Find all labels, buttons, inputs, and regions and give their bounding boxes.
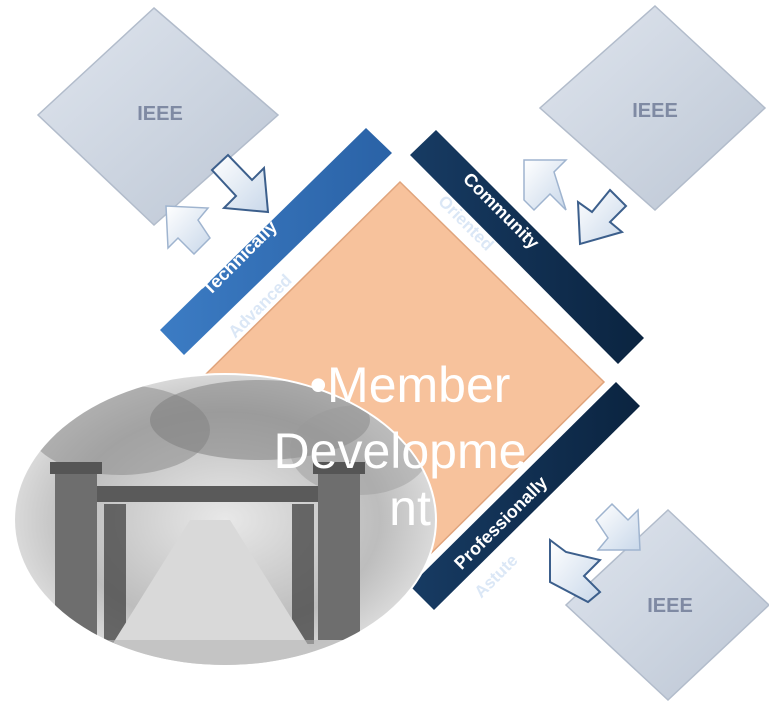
arrow-in-bottom-right	[595, 502, 641, 551]
arrow-out-top-left	[210, 153, 270, 214]
center-label-line-1: •Member	[310, 357, 511, 413]
arrow-in-top-left	[165, 205, 211, 256]
diamond-label-top-right: IEEE	[632, 100, 678, 122]
arrow-out-bottom-right	[549, 538, 602, 604]
diamond-label-top-left: IEEE	[137, 103, 183, 125]
corner-diamond-top-right: IEEE	[538, 4, 767, 212]
arrow-in-top-right	[576, 188, 628, 246]
arrow-out-top-right	[523, 159, 568, 212]
campus-gate-photo	[13, 373, 437, 667]
center-label-line-2: Developme	[274, 423, 527, 479]
corner-diamond-top-left: IEEE	[36, 6, 280, 227]
center-label: •Member Developme nt	[274, 357, 527, 536]
center-label-line-3: nt	[389, 480, 431, 536]
diamond-label-bottom-right: IEEE	[647, 595, 693, 617]
corner-diamond-bottom-right: IEEE	[564, 508, 769, 702]
